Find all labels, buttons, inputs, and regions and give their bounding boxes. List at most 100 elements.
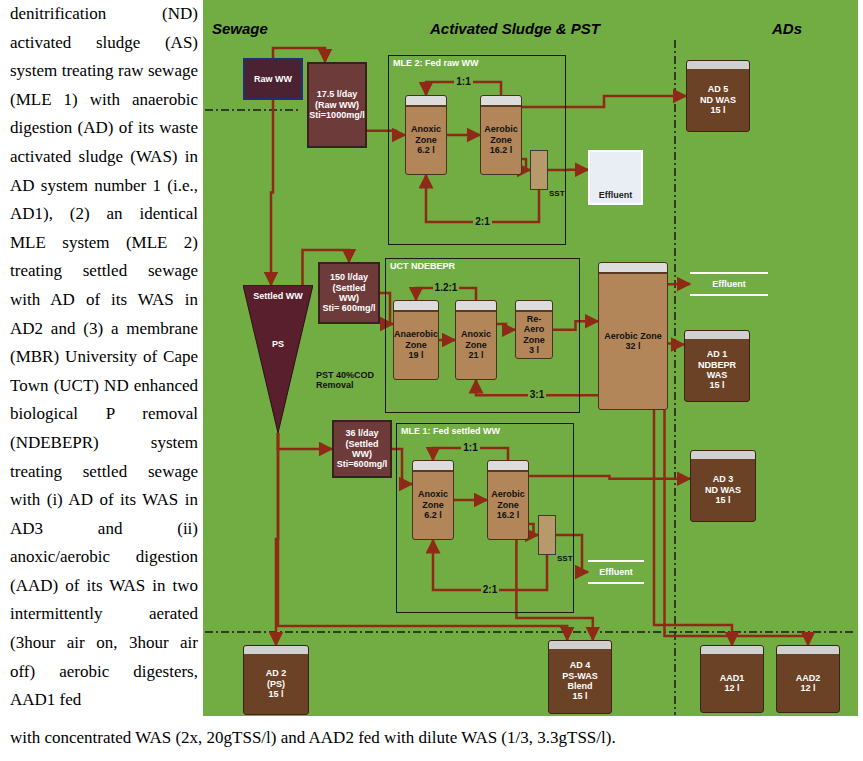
settling-tank: Settled WWPSPST 40%COD Removal: [243, 285, 313, 433]
flow-line: [367, 131, 405, 135]
reactor-tank: Aerobic Zone32 l: [598, 262, 668, 410]
flow-line: [529, 524, 538, 535]
reactor-tank: Aerobic Zone16.2 l: [487, 460, 529, 540]
node-title: Effluent: [599, 567, 633, 577]
node-detail: Sti= 600mg/l: [323, 303, 376, 313]
node-detail: (PS): [267, 679, 285, 689]
flow-box: 36 l/day(Settled WW)Sti=600mg/l: [332, 420, 392, 478]
flow-box: 150 l/day(Settled WW)Sti= 600mg/l: [318, 262, 380, 324]
reactor-tank: Anoxic Zone6.2 l: [405, 95, 447, 175]
effluent-tank: Effluent: [588, 150, 643, 205]
divider-line: [205, 631, 856, 633]
flow-line: [665, 410, 809, 645]
digester-tank: AAD212 l: [776, 645, 840, 713]
node-title: AD 5: [708, 84, 729, 94]
node-detail: 21 l: [468, 350, 483, 360]
digester-tank: AD 2(PS)15 l: [243, 645, 309, 715]
node-detail: PS-WAS Blend: [551, 671, 609, 692]
node-detail: 19 l: [408, 350, 423, 360]
ratio-label: 3:1: [528, 389, 546, 401]
node-detail: 15 l: [572, 691, 587, 701]
node-title: Aerobic Zone: [490, 489, 526, 510]
ratio-label: 1.2:1: [433, 282, 460, 294]
node-title: Aerobic Zone: [483, 124, 519, 145]
flow-line: [278, 433, 332, 449]
digester-tank: AD 5ND WAS15 l: [686, 60, 750, 132]
ratio-label: 1:1: [461, 442, 479, 454]
effluent-outlet: Effluent: [588, 560, 644, 584]
divider-line: [205, 109, 300, 111]
section-heading: Activated Sludge & PST: [430, 20, 600, 37]
flow-line: [454, 499, 487, 502]
node-detail: 6.2 l: [424, 510, 442, 520]
node-title: 150 l/day: [330, 272, 368, 282]
node-title: Aerobic Zone: [604, 331, 662, 341]
node-detail: 16.2 l: [490, 145, 513, 155]
node-detail: 3 l: [529, 345, 539, 355]
node-detail: ND WAS: [705, 485, 741, 495]
node-detail: 15 l: [268, 689, 283, 699]
flow-box: 17.5 l/day(Raw WW)Sti=1000mg/l: [307, 62, 367, 148]
node-title: UCT NDEBEPR: [390, 261, 575, 271]
flow-line: [433, 540, 547, 590]
settler-tank: SST: [530, 150, 548, 190]
node-detail: 6.2 l: [417, 145, 435, 155]
reactor-tank: Anaerobic Zone19 l: [393, 300, 439, 380]
flow-line: [497, 324, 515, 330]
node-title: AD 4: [570, 660, 591, 670]
node-title: Anoxic Zone: [458, 329, 494, 350]
node-title: Anaerobic Zone: [394, 329, 438, 350]
effluent-outlet: Effluent: [690, 272, 768, 296]
node-detail: WAS: [707, 370, 728, 380]
flow-line: [668, 343, 684, 344]
node-title: Raw WW: [254, 74, 292, 84]
ratio-label: 2:1: [481, 584, 499, 596]
reactor-tank: Re-Aero Zone3 l: [515, 300, 553, 359]
section-heading: Sewage: [212, 20, 268, 37]
node-title: SST: [547, 189, 565, 198]
node-detail: (Settled WW): [336, 439, 388, 460]
node-detail: 15 l: [715, 495, 730, 505]
node-detail: (Settled WW): [322, 283, 376, 304]
node-title: AD 2: [266, 668, 287, 678]
flow-line: [392, 449, 412, 484]
node-detail: 32 l: [625, 341, 640, 351]
funnel-outline: [243, 285, 313, 433]
digester-tank: AD 4PS-WAS Blend15 l: [548, 640, 612, 714]
node-detail: NDBEPR: [698, 360, 736, 370]
node-detail: Sti=1000mg/l: [309, 110, 364, 120]
node-detail: 12 l: [800, 683, 815, 693]
node-detail: 15 l: [709, 380, 724, 390]
node-title: AAD1: [720, 673, 745, 683]
node-title: SST: [555, 554, 573, 563]
node-title: Re-Aero Zone: [518, 314, 550, 345]
section-heading: ADs: [772, 20, 802, 37]
source-box: Raw WW: [243, 58, 303, 100]
node-detail: 15 l: [710, 105, 725, 115]
node-detail: PST 40%COD Removal: [313, 370, 375, 391]
node-title: AAD2: [796, 673, 821, 683]
node-title: Effluent: [712, 279, 746, 289]
flow-line: [426, 175, 539, 222]
funnel-shape: [243, 285, 313, 433]
flow-line: [380, 293, 393, 324]
node-title: Effluent: [599, 190, 633, 200]
body-text: with concentrated WAS (2x, 20gTSS/l) and…: [10, 727, 860, 749]
node-title: Anoxic Zone: [408, 124, 444, 145]
node-title: Anoxic Zone: [415, 489, 451, 510]
node-title: MLE 1: Fed settled WW: [401, 426, 569, 436]
figure-panel: [203, 0, 858, 716]
flow-line: [522, 96, 686, 107]
node-title: AD 1: [707, 349, 728, 359]
digester-tank: AD 3ND WAS15 l: [690, 450, 756, 522]
system-frame: UCT NDEBEPR Anaerobic Zone19 l Anoxic Zone…: [385, 258, 580, 413]
settler-tank: SST: [538, 515, 556, 555]
body-text: denitrification (ND) activated sludge (A…: [10, 0, 198, 715]
flow-line: [278, 433, 567, 640]
reactor-tank: Aerobic Zone16.2 l: [480, 95, 522, 175]
flow-line: [439, 339, 455, 342]
node-detail: (Raw WW): [315, 100, 359, 110]
node-detail: 12 l: [724, 683, 739, 693]
ratio-label: 1:1: [454, 76, 472, 88]
node-title: MLE 2: Fed raw WW: [393, 58, 561, 68]
